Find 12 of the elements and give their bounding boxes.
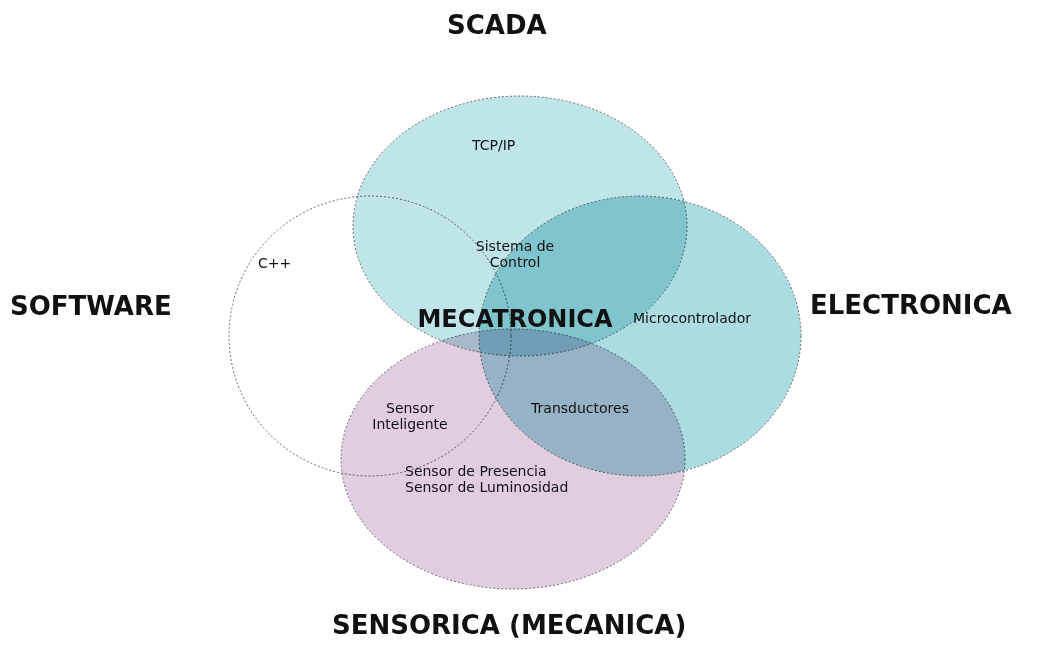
set-text: Microcontrolador <box>633 310 752 326</box>
region-label: Sistema de Control <box>474 238 556 270</box>
set-title: SENSORICA (MECANICA) <box>332 610 687 640</box>
set-title: SOFTWARE <box>10 291 172 321</box>
region-label: Transductores <box>530 400 630 416</box>
region-label: Sensor Inteligente <box>371 400 449 432</box>
center-title: MECATRONICA <box>416 305 614 333</box>
set-text: Sensor de Presencia Sensor de Luminosidad <box>405 463 570 495</box>
set-title: SCADA <box>447 10 547 40</box>
set-text: C++ <box>258 255 293 271</box>
set-title: ELECTRONICA <box>810 290 1012 320</box>
set-text: TCP/IP <box>472 137 517 153</box>
